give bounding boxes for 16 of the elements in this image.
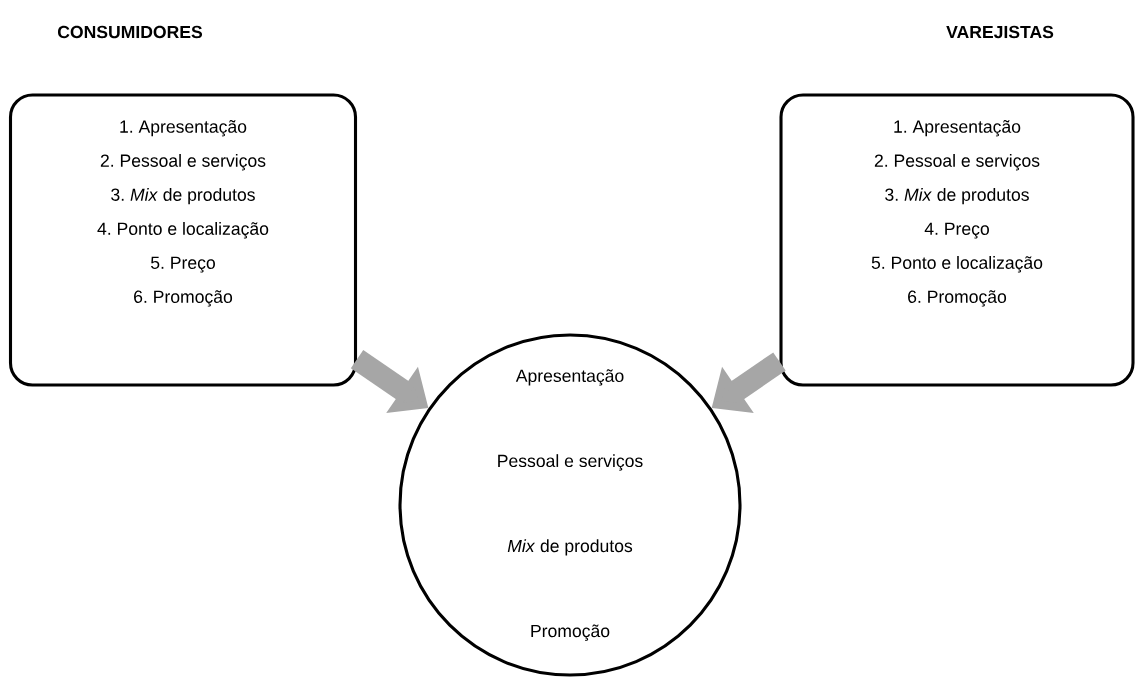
node-label: 1. Apresentação	[894, 120, 1021, 137]
node-label: 6. Promoção	[134, 290, 233, 307]
node-label: 2. Pessoal e serviços	[100, 153, 266, 171]
node-label: 2. Pessoal e serviços	[874, 153, 1040, 171]
heading-text: VAREJISTAS	[946, 25, 1054, 39]
list-box: 1. Apresentação 2. Pessoal e serviços 3. Mix de produtos 4. Ponto e localização 5. Preço 6. Promoção	[8, 93, 358, 387]
node-label: 4. Preço	[924, 222, 989, 239]
heading-text: CONSUMIDORES	[58, 25, 203, 39]
node-label: 3. Mix de produtos	[111, 187, 255, 205]
node-label: 5. Ponto e localização	[871, 256, 1043, 273]
node-label: 4. Ponto e localização	[97, 222, 269, 239]
node-label: 6. Promoção	[908, 290, 1007, 307]
node-label: 5. Preço	[150, 256, 215, 273]
node-label: 1. Apresentação	[120, 120, 247, 137]
node-label: 3. Mix de produtos	[885, 187, 1029, 205]
list-box: 1. Apresentação 2. Pessoal e serviços 3. Mix de produtos 4. Preço 5. Ponto e localização 6. Promoção	[779, 93, 1135, 387]
